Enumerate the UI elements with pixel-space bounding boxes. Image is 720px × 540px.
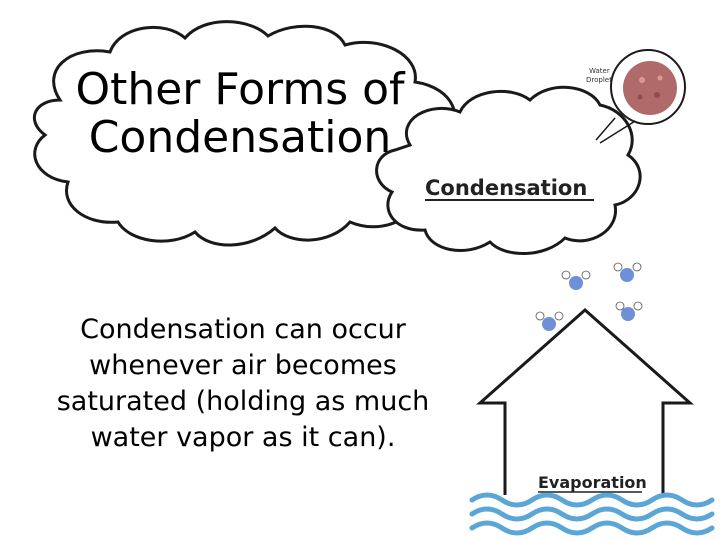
page-title: Other Forms of Condensation	[75, 64, 405, 163]
water-molecule-icon	[613, 262, 642, 282]
cloud-label: Condensation	[425, 176, 587, 200]
arrow-label: Evaporation	[538, 473, 647, 492]
body-text: Condensation can occur whenever air beco…	[56, 314, 430, 453]
water-molecule-icon	[561, 270, 591, 290]
droplet-label-line2: Droplet	[586, 76, 612, 84]
droplet-label-line1: Water	[589, 67, 610, 75]
condensation-cloud-shape	[375, 85, 642, 255]
water-molecule-icon	[615, 301, 643, 321]
water-molecule-icon	[535, 311, 564, 331]
water-waves-icon	[469, 492, 715, 536]
water-droplet-icon	[623, 61, 677, 115]
evaporation-arrow	[476, 307, 694, 495]
